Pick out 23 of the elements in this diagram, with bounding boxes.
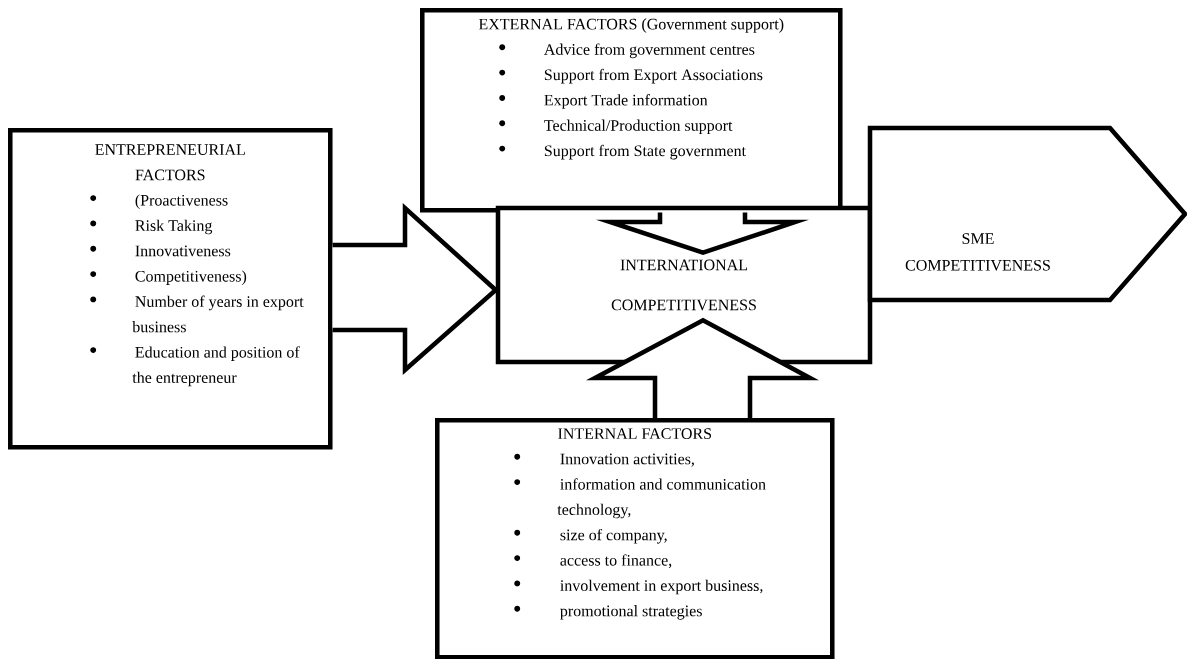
- bullet-text: Education and position of the entrepreneur: [132, 346, 300, 387]
- box-heading: ENTREPRENEURIAL FACTORS: [95, 144, 245, 181]
- bullet-text: (Proactiveness: [135, 194, 228, 209]
- bullet-text: Advice from government centres: [544, 43, 755, 59]
- box-heading: INTERNAL FACTORS: [558, 428, 712, 439]
- bullet-text: access to finance,: [560, 554, 672, 568]
- factor-box: [420, 8, 843, 213]
- block-arrow: [585, 317, 819, 421]
- bullet-text: Number of years in export business: [132, 295, 304, 333]
- box-heading: EXTERNAL FACTORS (Government support): [478, 18, 784, 33]
- bullet-text: Export Trade information: [544, 94, 708, 109]
- bullet-text: Innovation activities,: [560, 453, 694, 467]
- bullet-text: involvement in export business,: [560, 579, 763, 595]
- bullet-text: size of company,: [560, 528, 667, 544]
- bullet-text: promotional strategies: [560, 605, 702, 620]
- factor-box: [435, 418, 835, 659]
- bullet-text: Innovativeness: [135, 245, 231, 257]
- factor-box: [8, 128, 333, 450]
- bullet-text: Support from State government: [544, 144, 746, 160]
- bullet-text: Support from Export Associations: [544, 68, 763, 84]
- bullet-text: Competitiveness): [135, 270, 247, 285]
- bullet-text: Technical/Production support: [544, 119, 733, 135]
- bullet-text: Risk Taking: [135, 219, 213, 235]
